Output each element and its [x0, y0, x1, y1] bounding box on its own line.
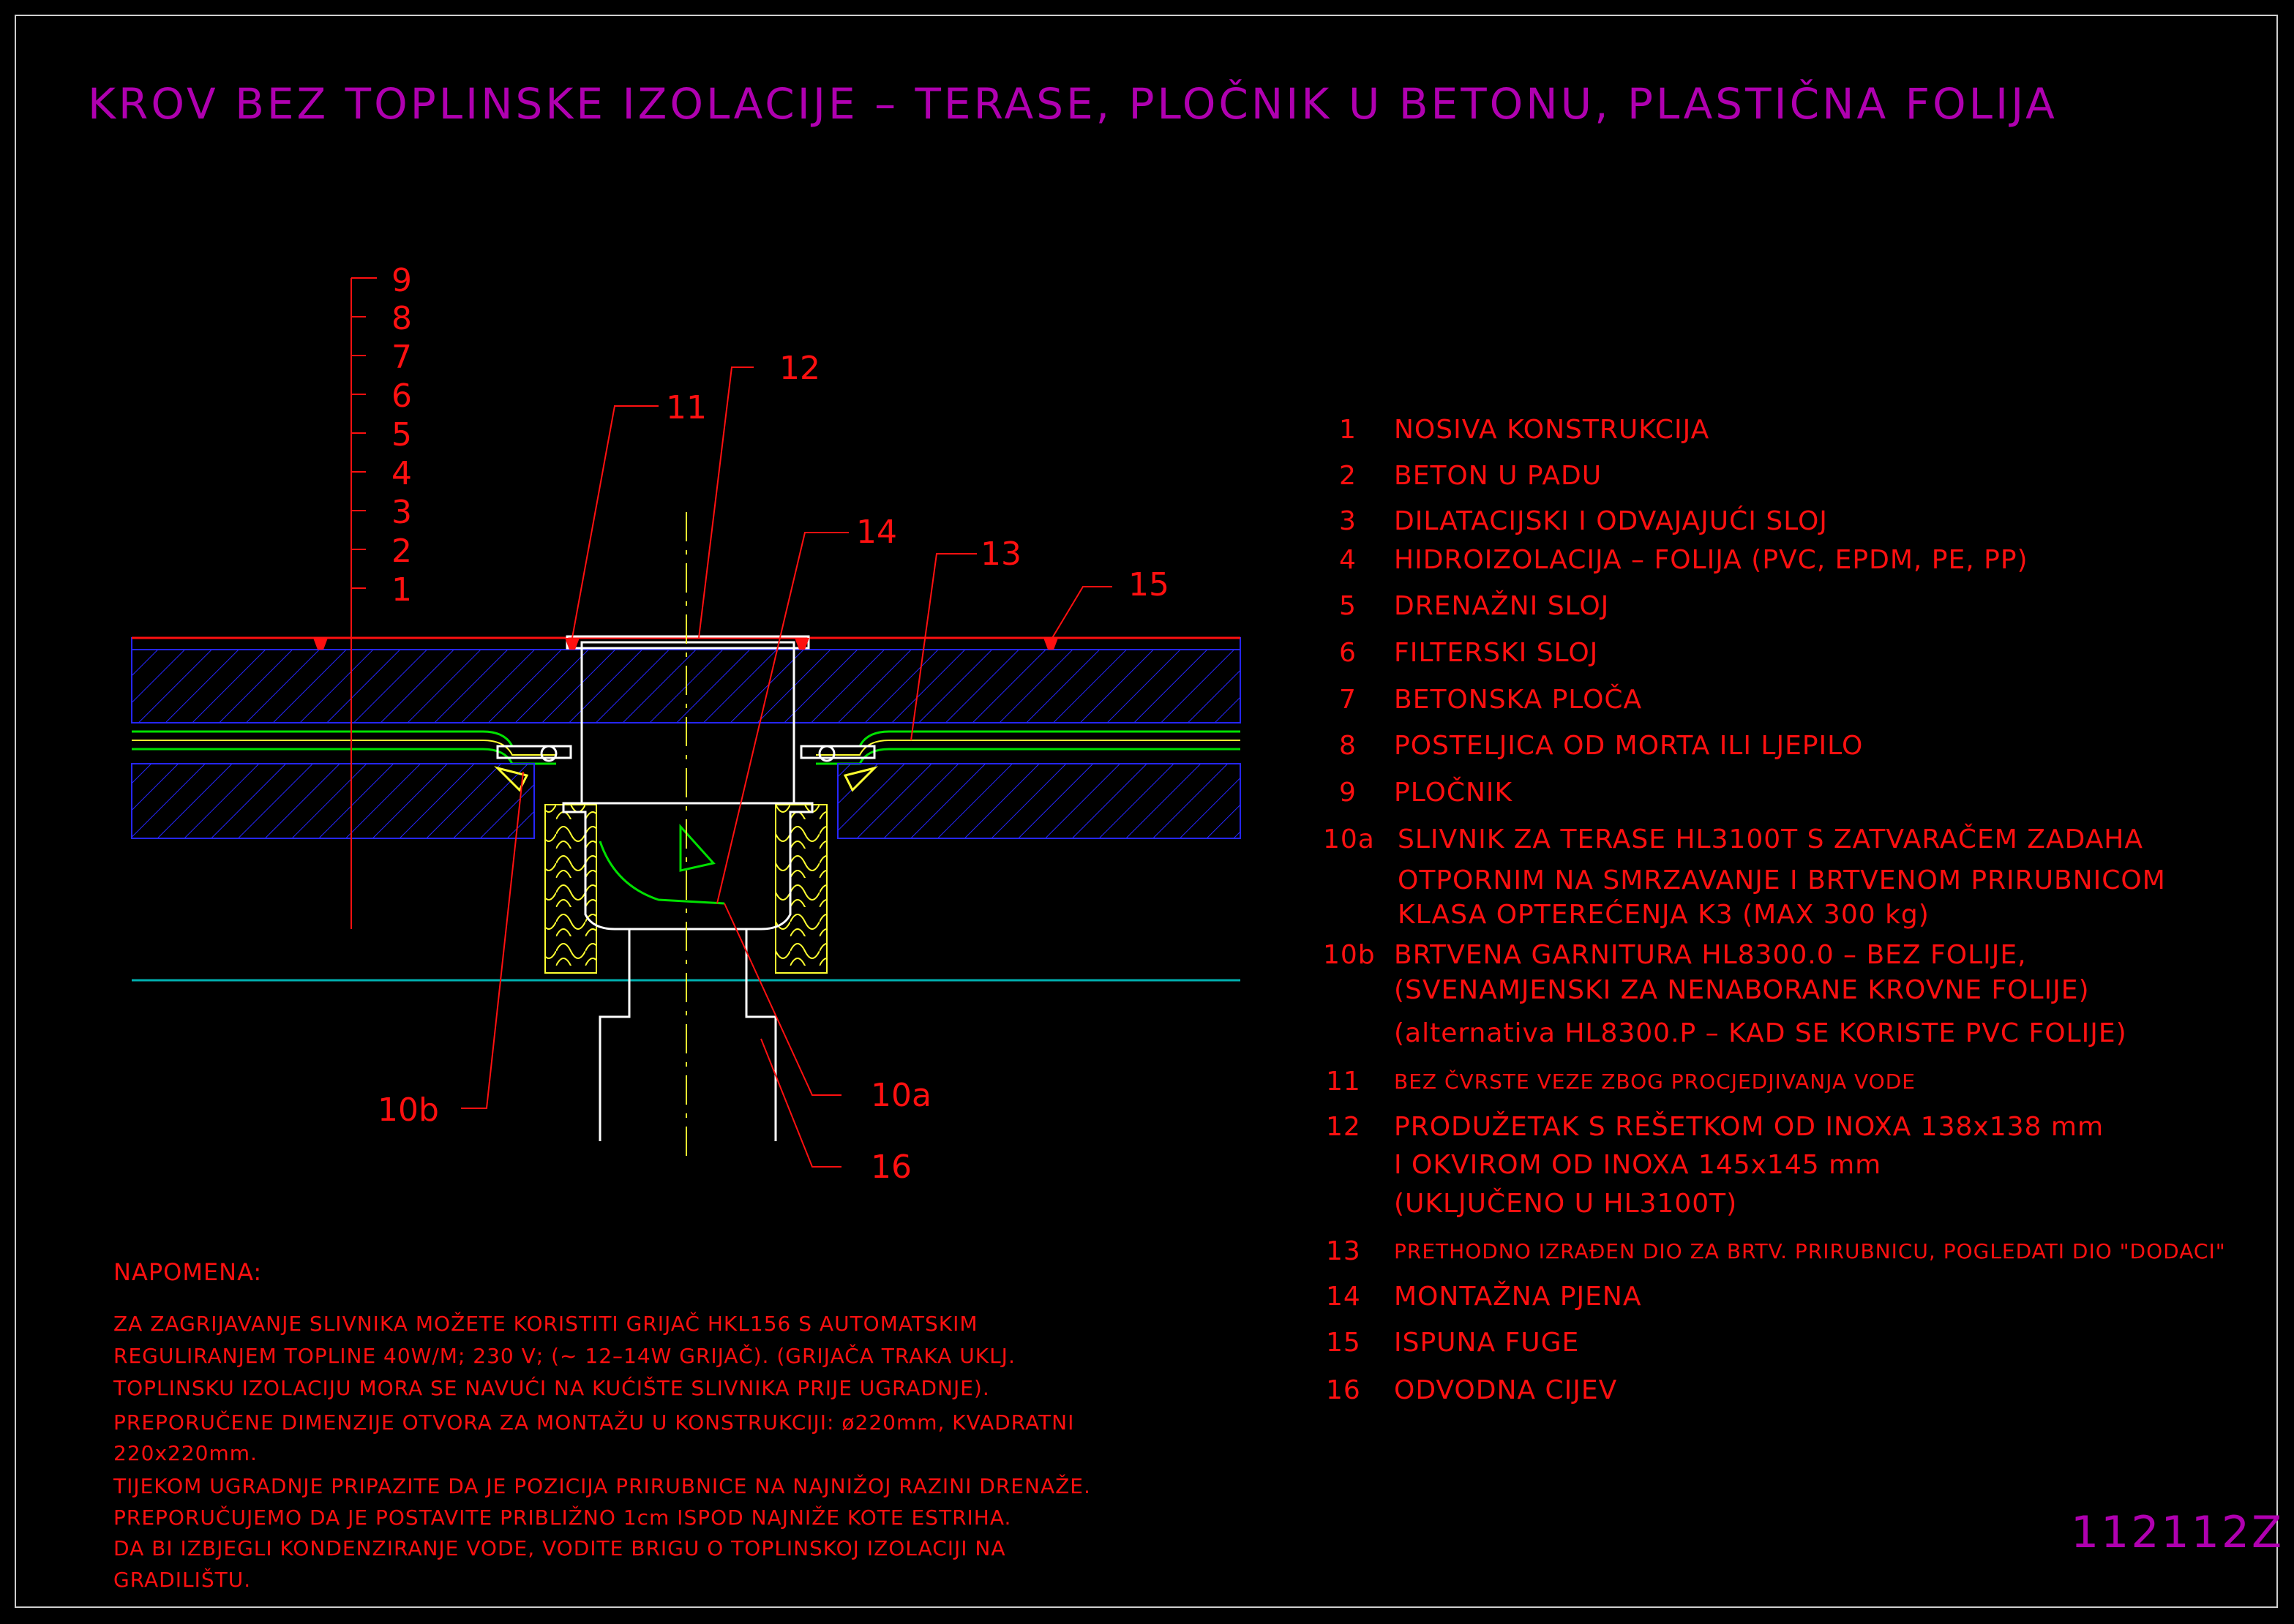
- legend-text: ISPUNA FUGE: [1394, 1328, 1580, 1358]
- legend-text: BETON U PADU: [1394, 461, 1603, 491]
- legend-num: 1: [1339, 415, 1357, 445]
- legend-text: ODVODNA CIJEV: [1394, 1375, 1618, 1405]
- legend-text: (SVENAMJENSKI ZA NENABORANE KROVNE FOLIJ…: [1394, 975, 2090, 1005]
- legend-text: KLASA OPTEREĆENJA K3 (MAX 300 kg): [1398, 900, 1930, 930]
- legend-text: SLIVNIK ZA TERASE HL3100T S ZATVARAČEM Z…: [1398, 824, 2143, 854]
- legend-text: HIDROIZOLACIJA – FOLIJA (PVC, EPDM, PE, …: [1394, 545, 2028, 575]
- legend-num: 13: [1326, 1236, 1361, 1266]
- legend-num: 4: [1339, 545, 1357, 575]
- note-line: TOPLINSKU IZOLACIJU MORA SE NAVUĆI NA KU…: [113, 1376, 990, 1400]
- legend-num: 6: [1339, 638, 1357, 668]
- note-line: PREPORUČENE DIMENZIJE OTVORA ZA MONTAŽU …: [113, 1410, 1075, 1435]
- legend-text: PRODUŽETAK S REŠETKOM OD INOXA 138x138 m…: [1394, 1112, 2104, 1142]
- callout-10b: 10b: [378, 1091, 439, 1129]
- legend-num: 16: [1326, 1375, 1361, 1405]
- legend-text: PLOČNIK: [1394, 778, 1513, 808]
- legend-num: 3: [1339, 506, 1357, 536]
- sealing-flange: [494, 745, 878, 792]
- legend-text: (alternativa HL8300.P – KAD SE KORISTE P…: [1394, 1018, 2127, 1048]
- legend-num: 5: [1339, 591, 1357, 621]
- legend-num: 12: [1326, 1112, 1361, 1142]
- legend-text: DILATACIJSKI I ODVAJAJUĆI SLOJ: [1394, 506, 1828, 536]
- legend-text: POSTELJICA OD MORTA ILI LJEPILO: [1394, 731, 1864, 761]
- scale-label-3: 3: [391, 494, 412, 531]
- legend-text: NOSIVA KONSTRUKCIJA: [1394, 415, 1710, 445]
- legend-text: OTPORNIM NA SMRZAVANJE I BRTVENOM PRIRUB…: [1398, 865, 2166, 895]
- callout-12: 12: [779, 350, 820, 387]
- callout-11: 11: [666, 389, 707, 426]
- legend-text: BETONSKA PLOČA: [1394, 685, 1643, 715]
- layer-scale: [351, 277, 377, 929]
- callout-14: 14: [856, 514, 897, 551]
- legend-num: 10a: [1323, 824, 1375, 854]
- note-line: DA BI IZBJEGLI KONDENZIRANJE VODE, VODIT…: [113, 1536, 1006, 1560]
- legend-text: BEZ ČVRSTE VEZE ZBOG PROCJEDJIVANJA VODE: [1394, 1069, 1916, 1094]
- legend-num: 15: [1326, 1328, 1361, 1358]
- legend-text: PRETHODNO IZRAĐEN DIO ZA BRTV. PRIRUBNIC…: [1394, 1239, 2226, 1263]
- callout-leaders: [461, 366, 1112, 1168]
- mounting-foam: [544, 804, 828, 974]
- legend-num: 9: [1339, 778, 1357, 808]
- legend-num: 8: [1339, 731, 1357, 761]
- legend-num: 10b: [1323, 940, 1376, 970]
- legend-text: FILTERSKI SLOJ: [1394, 638, 1599, 668]
- scale-label-8: 8: [391, 300, 412, 337]
- note-line: 220x220mm.: [113, 1441, 258, 1465]
- legend-text: BRTVENA GARNITURA HL8300.0 – BEZ FOLIJE,: [1394, 940, 2027, 970]
- legend-text: (UKLJUČENO U HL3100T): [1394, 1189, 1738, 1219]
- note-line: TIJEKOM UGRADNJE PRIPAZITE DA JE POZICIJ…: [113, 1474, 1091, 1498]
- drawing-title: KROV BEZ TOPLINSKE IZOLACIJE – TERASE, P…: [88, 79, 2058, 129]
- legend-text: I OKVIROM OD INOXA 145x145 mm: [1394, 1150, 1882, 1180]
- drawing-frame: [15, 15, 2278, 1608]
- scale-label-5: 5: [391, 416, 412, 454]
- legend-text: MONTAŽNA PJENA: [1394, 1282, 1642, 1312]
- note-line: REGULIRANJEM TOPLINE 40W/M; 230 V; (~ 12…: [113, 1344, 1016, 1368]
- legend-num: 14: [1326, 1282, 1361, 1312]
- callout-16: 16: [871, 1149, 912, 1186]
- scale-label-2: 2: [391, 533, 412, 570]
- note-line: GRADILIŠTU.: [113, 1568, 252, 1592]
- drain-body: [562, 635, 814, 1141]
- legend-num: 2: [1339, 461, 1357, 491]
- scale-label-6: 6: [391, 377, 412, 415]
- note-line: ZA ZAGRIJAVANJE SLIVNIKA MOŽETE KORISTIT…: [113, 1312, 978, 1336]
- legend-text: DRENAŽNI SLOJ: [1394, 591, 1610, 621]
- legend-num: 7: [1339, 685, 1357, 715]
- scale-label-7: 7: [391, 339, 412, 376]
- legend-num: 11: [1326, 1067, 1361, 1097]
- scale-label-1: 1: [391, 571, 412, 609]
- note-line: PREPORUČUJEMO DA JE POSTAVITE PRIBLIŽNO …: [113, 1505, 1012, 1530]
- notes-heading: NAPOMENA:: [113, 1258, 263, 1286]
- callout-13: 13: [981, 535, 1022, 573]
- callout-10a: 10a: [871, 1077, 932, 1114]
- drawing-code: 112112Z: [2071, 1507, 2284, 1558]
- joint-filler: [313, 638, 1058, 650]
- scale-label-4: 4: [391, 455, 412, 492]
- scale-label-9: 9: [391, 262, 412, 299]
- callout-15: 15: [1128, 566, 1169, 604]
